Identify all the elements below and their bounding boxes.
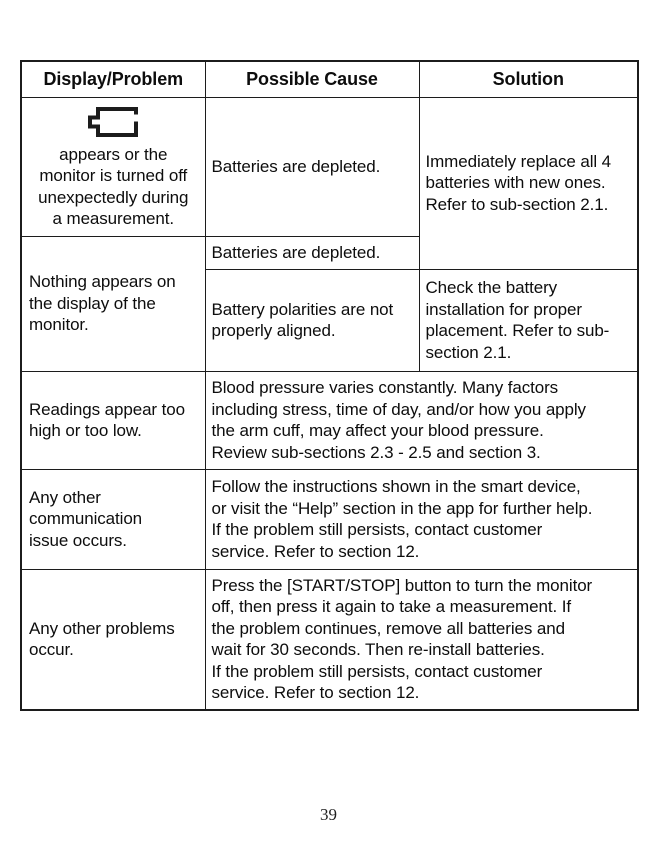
troubleshooting-table: Display/Problem Possible Cause Solution …	[20, 60, 639, 711]
nothing-appears-solution-polarity-text: Check the battery installation for prope…	[425, 278, 610, 362]
table-row: appears or the monitor is turned off une…	[20, 96, 639, 270]
battery-solution-text: Immediately replace all 4 batteries with…	[425, 151, 612, 214]
table-row: Battery polarities are not properly alig…	[21, 268, 639, 372]
battery-problem-cell: appears or the monitor is turned off une…	[20, 96, 206, 237]
battery-solution-cell: Immediately replace all 4 batteries with…	[418, 96, 639, 270]
readings-problem-text: Readings appear too high or too low.	[29, 399, 185, 441]
other-problems-cause-solution-cell: Press the [START/STOP] button to turn th…	[204, 568, 639, 711]
low-battery-icon	[88, 106, 139, 137]
battery-cause-text: Batteries are depleted.	[211, 156, 381, 176]
nothing-appears-cause-batteries-text: Batteries are depleted.	[211, 242, 381, 262]
header-display-problem: Display/Problem	[20, 60, 206, 98]
other-problems-text: Any other problems occur.	[29, 618, 175, 660]
nothing-appears-solution-polarity-cell: Check the battery installation for prope…	[418, 268, 639, 372]
battery-cause-cell: Batteries are depleted.	[204, 96, 420, 237]
table-row: Readings appear too high or too low. Blo…	[20, 370, 639, 470]
communication-cause-solution-cell: Follow the instructions shown in the sma…	[204, 468, 639, 570]
nothing-appears-cause-batteries-cell: Batteries are depleted.	[204, 235, 420, 270]
nothing-appears-problem-text: Nothing appears on the display of the mo…	[29, 272, 176, 335]
header-solution: Solution	[418, 60, 639, 98]
table-row: Any other communication issue occurs. Fo…	[20, 468, 639, 570]
table-row: Any other problems occur. Press the [STA…	[20, 568, 639, 711]
nothing-appears-cause-polarity-text: Battery polarities are not properly alig…	[211, 299, 394, 341]
readings-cause-solution-text: Blood pressure varies constantly. Many f…	[211, 378, 587, 462]
page-number: 39	[320, 805, 337, 824]
table-row: Nothing appears on the display of the mo…	[20, 235, 638, 372]
nothing-appears-problem-cell: Nothing appears on the display of the mo…	[20, 235, 206, 372]
readings-cause-solution-cell: Blood pressure varies constantly. Many f…	[204, 370, 639, 470]
communication-problem-text: Any other communication issue occurs.	[29, 487, 143, 550]
battery-problem-text: appears or the monitor is turned off une…	[38, 144, 189, 229]
readings-problem-cell: Readings appear too high or too low.	[20, 370, 206, 470]
other-problems-cause-solution-text: Press the [START/STOP] button to turn th…	[211, 575, 593, 703]
nothing-appears-cause-polarity-cell: Battery polarities are not properly alig…	[204, 268, 420, 372]
other-problems-cell: Any other problems occur.	[20, 568, 206, 711]
table-header-row: Display/Problem Possible Cause Solution	[20, 60, 639, 98]
communication-cause-solution-text: Follow the instructions shown in the sma…	[211, 477, 593, 561]
communication-problem-cell: Any other communication issue occurs.	[20, 468, 206, 570]
header-possible-cause: Possible Cause	[204, 60, 420, 98]
